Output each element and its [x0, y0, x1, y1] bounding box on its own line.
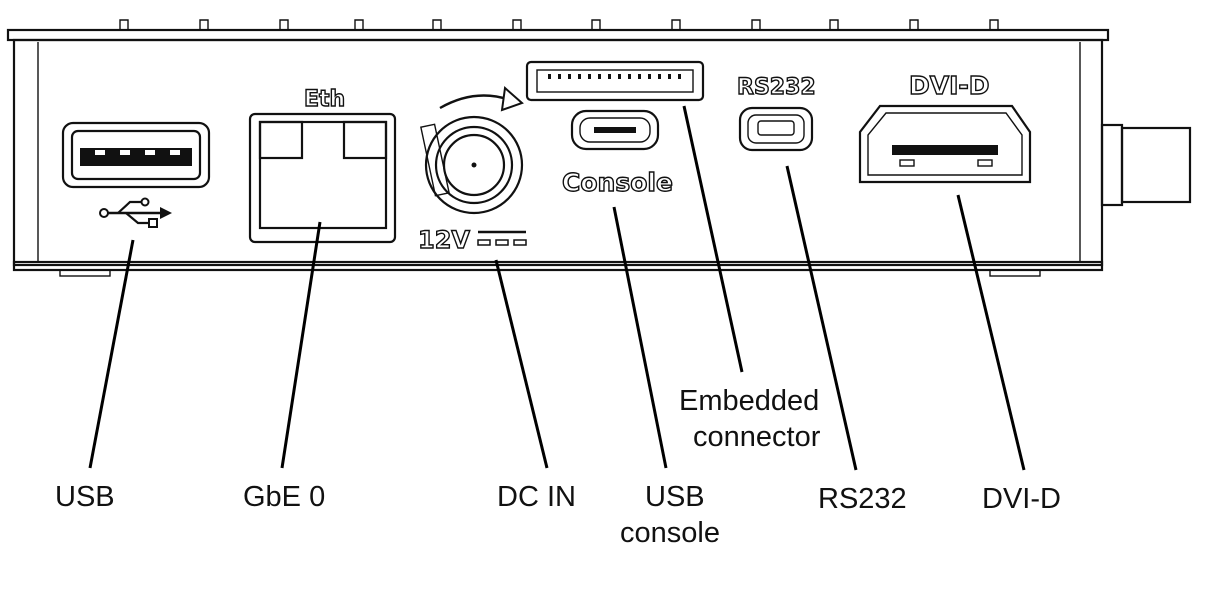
callout-lines	[88, 105, 1026, 471]
usb-console-label-line1: USB	[645, 481, 705, 513]
usb-port	[61, 121, 211, 189]
usb-console-label-line2: console	[620, 517, 720, 549]
ethernet-port: Eth	[248, 86, 397, 244]
rs232-callout-line	[785, 165, 858, 471]
top-screws	[119, 19, 999, 30]
gbe-label: GbE 0	[243, 481, 325, 513]
dcin-label: DC IN	[497, 481, 576, 513]
rs232-port: RS232	[736, 74, 816, 152]
embedded-connector	[525, 60, 705, 102]
usb-console-port: Console	[561, 109, 674, 198]
callout-labels: USB GbE 0 DC IN USB console Embedded con…	[55, 385, 1061, 549]
eth-label: Eth	[304, 87, 345, 112]
dvi-panel-label: DVI-D	[909, 71, 990, 100]
usb-console-callout-line	[612, 206, 668, 469]
embedded-callout-line	[682, 105, 744, 373]
console-label: Console	[562, 168, 673, 197]
rs232-panel-label: RS232	[737, 75, 816, 100]
usb-callout-line	[88, 239, 135, 469]
dvi-label: DVI-D	[982, 483, 1061, 515]
rs232-label: RS232	[818, 483, 907, 515]
dcin-callout-line	[494, 259, 549, 469]
dc-in-jack: 12V	[417, 86, 527, 255]
chassis	[6, 28, 1192, 277]
dvi-callout-line	[956, 194, 1026, 471]
gbe-callout-line	[280, 221, 322, 469]
dvi-d-port: DVI-D	[858, 70, 1032, 184]
embedded-label-line2: connector	[693, 421, 821, 453]
voltage-label: 12V	[418, 226, 470, 254]
usb-icon	[99, 197, 172, 228]
embedded-label-line1: Embedded	[679, 385, 819, 417]
usb-label: USB	[55, 481, 115, 513]
